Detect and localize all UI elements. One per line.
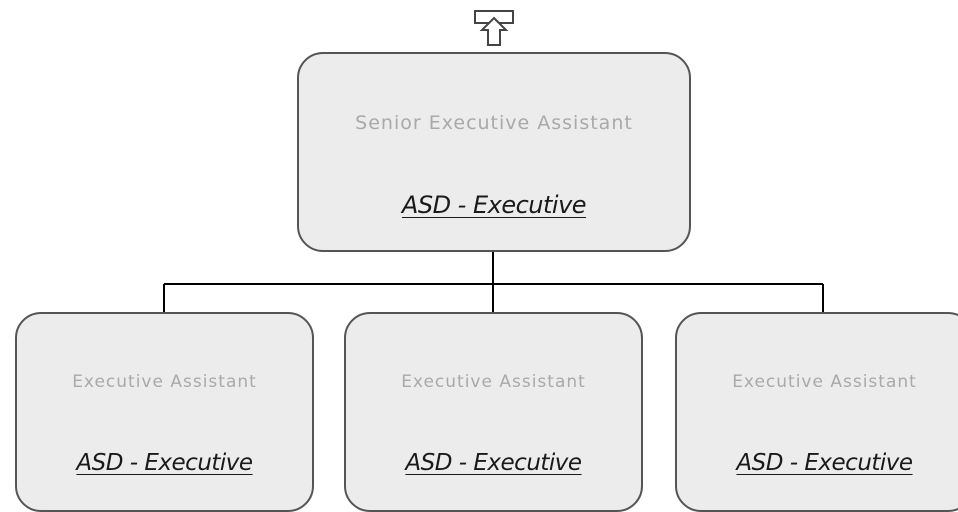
node-department-link[interactable]: ASD - Executive (76, 450, 253, 476)
node-title: Executive Assistant (72, 372, 257, 392)
node-department-link[interactable]: ASD - Executive (405, 450, 582, 476)
up-arrow-icon (474, 10, 514, 46)
org-node-child[interactable]: Executive Assistant ASD - Executive (675, 312, 958, 512)
org-node-child[interactable]: Executive Assistant ASD - Executive (15, 312, 314, 512)
org-node-child[interactable]: Executive Assistant ASD - Executive (344, 312, 643, 512)
navigate-up-button[interactable] (473, 9, 517, 49)
node-title: Executive Assistant (732, 372, 917, 392)
node-title: Executive Assistant (401, 372, 586, 392)
node-department-link[interactable]: ASD - Executive (401, 191, 587, 219)
node-title: Senior Executive Assistant (355, 112, 633, 134)
org-node-root[interactable]: Senior Executive Assistant ASD - Executi… (297, 52, 691, 252)
node-department-link[interactable]: ASD - Executive (736, 450, 913, 476)
